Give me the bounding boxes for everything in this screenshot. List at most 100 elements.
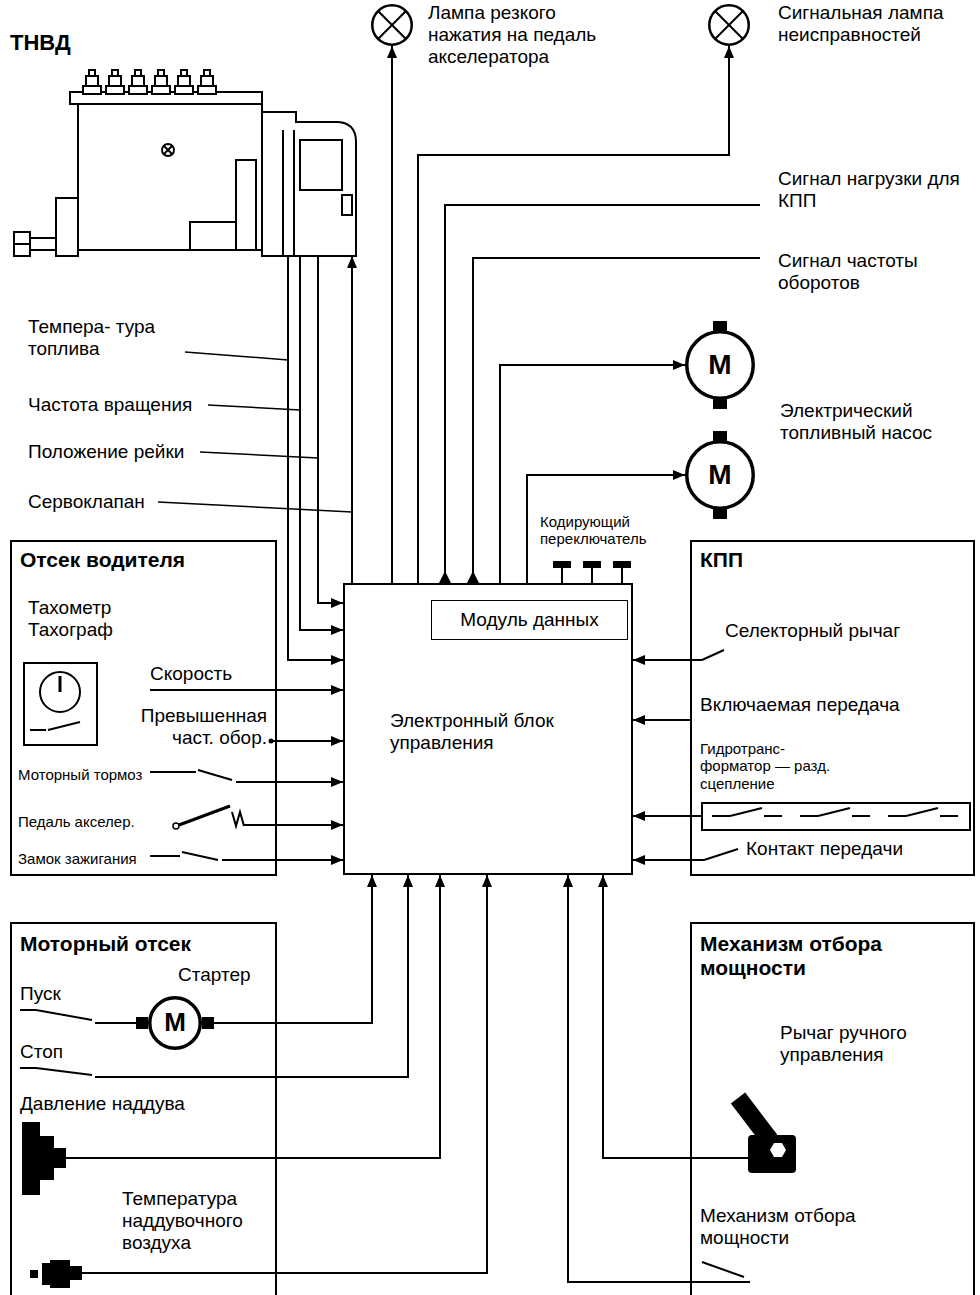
- injection-pump-drawing: [236, 160, 256, 250]
- switch-wiring: [179, 806, 230, 825]
- panel-heading: Моторный отсек: [20, 932, 191, 956]
- injection-pump-drawing: [164, 146, 172, 154]
- tachograph-icon: [30, 729, 46, 731]
- motor-symbol: M: [685, 440, 755, 510]
- control-unit: Электронный блок управленияМодуль данных: [343, 583, 633, 875]
- signal-wire: [277, 689, 343, 691]
- injection-pump-drawing: [282, 130, 284, 256]
- panel-heading: Отсек водителя: [20, 548, 185, 572]
- switch-wiring: [888, 815, 906, 817]
- signal-wire: [500, 365, 685, 583]
- injection-pump-drawing: [106, 86, 124, 94]
- switch-wiring: [764, 815, 782, 817]
- switch-wiring: [150, 771, 196, 773]
- panel-heading: КПП: [700, 548, 743, 572]
- pedal-pivot: [173, 823, 179, 829]
- switch-wiring: [20, 650, 970, 1282]
- part-label: Скорость: [150, 663, 232, 685]
- switch-wiring: [236, 781, 277, 783]
- switch-wiring: [66, 1157, 277, 1159]
- motor-brush: [713, 399, 727, 409]
- motor-outline: [687, 332, 754, 399]
- switch-wiring: [82, 1272, 277, 1274]
- motor-letter: M: [164, 1008, 186, 1038]
- injection-pump-drawing: [155, 76, 167, 86]
- injection-pump-drawing: [56, 198, 78, 256]
- injection-pump-drawing: [86, 76, 98, 86]
- motor-letter: M: [708, 459, 731, 491]
- coding-switch: [554, 562, 630, 583]
- switch-wiring: [852, 815, 870, 817]
- injection-pump-drawing: [158, 70, 164, 76]
- coding-switch: [584, 562, 600, 567]
- injection-pump-drawing: [135, 70, 141, 76]
- leader-line: [158, 352, 352, 512]
- injection-pump-drawing: [181, 70, 187, 76]
- injection-pump-drawing: [152, 86, 170, 94]
- injection-pump-drawing: [89, 70, 95, 76]
- part-label: Стоп: [20, 1041, 63, 1063]
- coding-switch: [561, 567, 563, 583]
- switch-wiring: [690, 1281, 750, 1283]
- lamp-label: Сигнальная лампа неисправностей: [778, 2, 973, 46]
- injection-pump-drawing: [300, 140, 342, 190]
- sensor-icon: [42, 1263, 50, 1285]
- hand-lever-icon: [770, 1143, 786, 1157]
- signal-wire: [391, 46, 393, 583]
- switch-wiring: [730, 808, 762, 816]
- injection-pump-drawing: [132, 76, 144, 86]
- signal-wire: [300, 256, 343, 630]
- signal-wire: [633, 815, 690, 817]
- injection-pump-drawing: [175, 86, 193, 94]
- signal-wire: [633, 719, 690, 721]
- part-label: Педаль акселер.: [18, 813, 135, 830]
- tachograph-icon: [24, 663, 97, 745]
- sensor-icon: [22, 1122, 82, 1288]
- motor-brush: [713, 509, 727, 519]
- switch-wiring: [690, 1157, 748, 1159]
- switch-wiring: [690, 859, 704, 861]
- part-label: Кодирующий переключатель: [540, 513, 685, 548]
- lamp-symbol: [378, 11, 406, 39]
- switch-wiring: [36, 1010, 92, 1020]
- switch-wiring: [244, 824, 277, 826]
- motor-symbol: M: [685, 330, 755, 400]
- switch-wiring: [150, 855, 180, 857]
- coding-switch: [621, 567, 623, 583]
- panel-heading: Механизм отбора мощности: [700, 932, 960, 980]
- switch-wiring: [150, 689, 277, 691]
- switch-wiring: [36, 1068, 92, 1075]
- hand-lever-icon: [738, 1098, 796, 1173]
- sensor-icon: [70, 1266, 82, 1280]
- part-label: Сигнал нагрузки для КПП: [778, 168, 973, 212]
- switch-wiring: [222, 859, 277, 861]
- leader-line: [208, 405, 300, 410]
- tachograph-icon: [59, 676, 62, 692]
- motor-outline: [150, 998, 201, 1049]
- injection-pump-drawing: [293, 130, 295, 256]
- signal-wire: [288, 256, 343, 660]
- sensor-icon: [40, 1136, 54, 1180]
- injection-pump-drawing: [14, 70, 356, 256]
- switch-wiring: [182, 852, 218, 860]
- wire-dot: [269, 739, 274, 744]
- injection-pump-drawing: [83, 86, 101, 94]
- arrow-head: [439, 571, 479, 583]
- switch-wiring: [95, 1076, 277, 1078]
- part-label: Гидротранс- форматор — разд. сцепление: [700, 740, 840, 792]
- injection-pump-drawing: [30, 238, 56, 250]
- switch-wiring: [712, 815, 730, 817]
- module-label: Модуль данных: [460, 609, 598, 631]
- injection-pump-drawing: [178, 76, 190, 86]
- injection-pump-drawing: [14, 232, 30, 256]
- lamp-symbol: [715, 11, 743, 39]
- starter-motor: СтартерM: [148, 996, 202, 1050]
- sensor-icon: [22, 1122, 40, 1195]
- node-heading: ТНВД: [10, 30, 71, 55]
- motor-brush: [713, 431, 727, 441]
- switch-wiring: [818, 808, 850, 816]
- arrow-head: [439, 571, 451, 583]
- switch-wiring: [702, 650, 724, 660]
- switch-wiring: [20, 1009, 36, 1011]
- part-label: Пуск: [20, 983, 61, 1005]
